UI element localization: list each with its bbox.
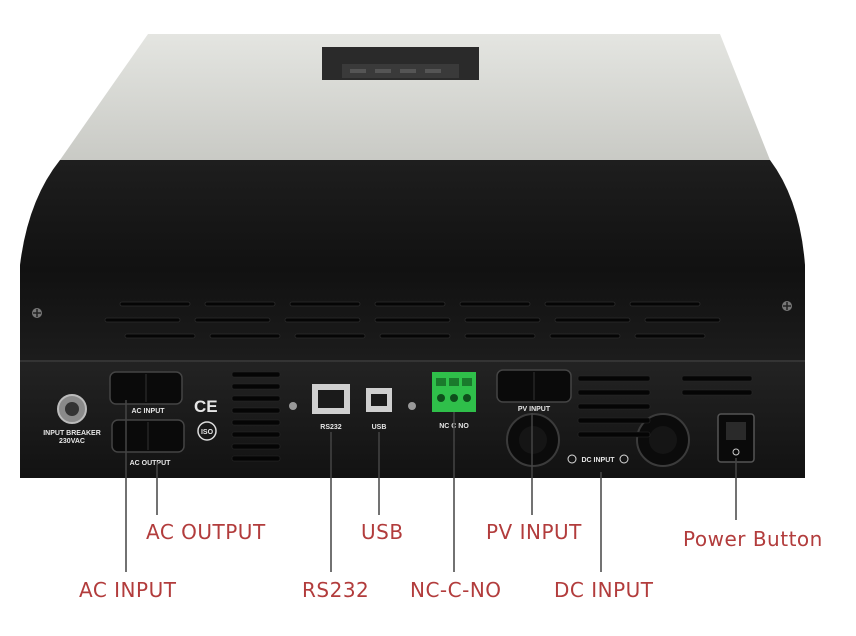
ac-input-panel-label: AC INPUT <box>131 408 165 415</box>
top-cover <box>60 34 770 160</box>
input-breaker-rating: 230VAC <box>59 438 85 445</box>
callout-rs232: RS232 <box>302 578 370 602</box>
callout-ac-input: AC INPUT <box>79 578 177 602</box>
callout-pv-input: PV INPUT <box>486 520 582 544</box>
ac-output-panel-label: AC OUTPUT <box>130 460 172 467</box>
callout-dc-input: DC INPUT <box>554 578 654 602</box>
iso-mark: ISO <box>201 429 214 436</box>
iso-mark-ring <box>197 421 217 441</box>
pv-input-panel-label: PV INPUT <box>518 406 551 413</box>
dc-input-panel-label: DC INPUT <box>581 457 615 464</box>
ground-screw <box>408 402 416 410</box>
input-breaker <box>57 394 87 424</box>
vent-block-right <box>577 375 753 438</box>
rs232-panel-label: RS232 <box>320 424 342 431</box>
ground-screw <box>289 402 297 410</box>
usb-panel-label: USB <box>372 424 387 431</box>
housing-screw <box>782 301 792 311</box>
housing-screw <box>32 308 42 318</box>
vent-block-left <box>231 371 281 462</box>
callout-nc-c-no: NC-C-NO <box>410 578 502 602</box>
input-breaker-label: INPUT BREAKER <box>43 430 101 437</box>
ce-mark: CE <box>194 397 218 416</box>
front-housing <box>20 160 805 360</box>
callout-power-button: Power Button <box>683 527 823 551</box>
vent-slots <box>104 301 721 339</box>
leader-lines <box>125 400 737 572</box>
callout-ac-output: AC OUTPUT <box>146 520 266 544</box>
callout-usb: USB <box>361 520 404 544</box>
